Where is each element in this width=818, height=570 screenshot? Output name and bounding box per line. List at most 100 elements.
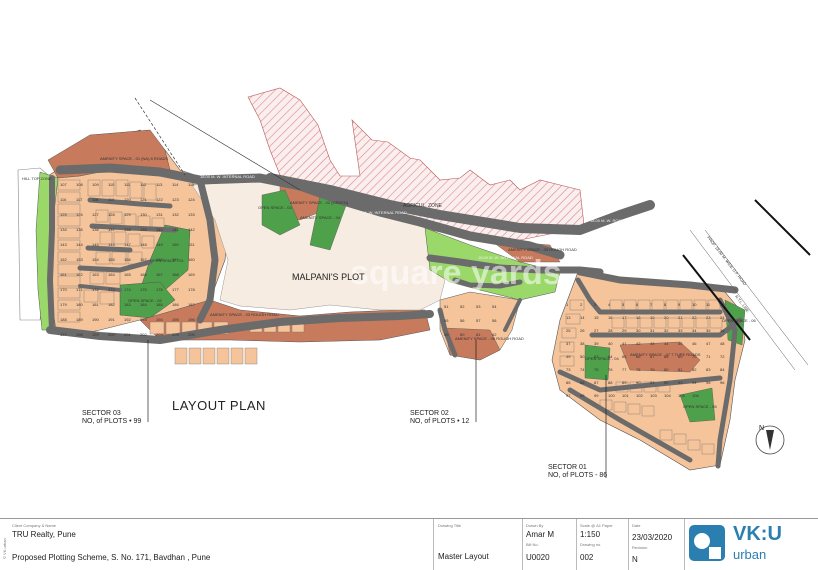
scale: 1:150 <box>580 530 601 539</box>
watermark-text: square yards <box>350 254 562 292</box>
plot-number: 67 <box>650 354 655 359</box>
plot-number: 159 <box>172 257 179 262</box>
open-space-02 <box>119 281 176 319</box>
hill-top-label: HILL TOP ZONE <box>22 176 52 181</box>
plot-number: 136 <box>92 227 99 232</box>
scale-cell: Scale @ A1 Paper 1:150 Drawing no. 002 <box>576 519 627 570</box>
plot-number: 186 <box>172 302 179 307</box>
sector-01-plots: NO, of PLOTS - 86 <box>548 472 608 479</box>
plot-number: 84 <box>720 367 725 372</box>
plot-number: 138 <box>124 227 131 232</box>
plot-number: 177 <box>172 287 179 292</box>
plot-number: 115 <box>188 182 195 187</box>
plot-number: 1 <box>566 302 569 307</box>
plot-number: 48 <box>720 341 725 346</box>
plot-number: 12 <box>720 302 725 307</box>
plot-number: 56 <box>460 318 465 323</box>
plot-number: 185 <box>156 302 163 307</box>
date: 23/03/2020 <box>632 533 673 542</box>
plot-number: 70 <box>692 354 697 359</box>
plot-number: 73 <box>566 367 571 372</box>
plot-number: 103 <box>650 393 657 398</box>
plot-number: 204 <box>172 332 179 337</box>
revision: N <box>632 555 638 564</box>
plot-number: 133 <box>188 212 195 217</box>
plot-number: 17 <box>622 315 627 320</box>
plot-number: 2 <box>580 302 583 307</box>
boundary-dashed <box>134 97 186 176</box>
plot-number: 19 <box>650 315 655 320</box>
title-block: © VK urban Client Company & Name TRU Rea… <box>0 518 818 570</box>
plot-number: 59 <box>444 332 449 337</box>
logo-text: VK:U <box>733 523 782 545</box>
plot-number: 20 <box>664 315 669 320</box>
plot-number: 24 <box>720 315 725 320</box>
plot-number: 178 <box>188 287 195 292</box>
plot-number: 100 <box>608 393 615 398</box>
drawing-no-caption: Drawing no. <box>580 542 602 547</box>
sector-02-plots: NO, of PLOTS • 12 <box>410 418 470 425</box>
plot-number: 152 <box>60 257 67 262</box>
logo-cell: VK:U urban <box>684 519 818 570</box>
plot-number: 183 <box>124 302 131 307</box>
plot-number: 187 <box>188 302 195 307</box>
plot-number: 63 <box>594 354 599 359</box>
sector-01-name: SECTOR 01 <box>548 464 587 471</box>
side-caption: © VK urban <box>2 538 7 559</box>
dp-road-line-b <box>682 254 751 341</box>
plot-number: 201 <box>124 332 131 337</box>
plot-number: 203 <box>156 332 163 337</box>
plot-number: 51 <box>444 304 449 309</box>
plot-number: 80 <box>664 367 669 372</box>
plot-number: 129 <box>124 212 131 217</box>
plot-number: 175 <box>140 287 147 292</box>
plot-number: 167 <box>156 272 163 277</box>
open-space-label-5: OPEN SPACE - 05 <box>683 404 717 409</box>
plot-number: 46 <box>692 341 697 346</box>
sector-03-name: SECTOR 03 <box>82 410 121 417</box>
plot-number: 142 <box>188 227 195 232</box>
plot-number: 88 <box>608 380 613 385</box>
plot-number: 85 <box>566 380 571 385</box>
plot-number: 139 <box>140 227 147 232</box>
plot-number: 58 <box>492 318 497 323</box>
plot-number: 13 <box>566 315 571 320</box>
amenity-label-7: AMENITY SPACE - 07 7 TUPE ROADS <box>630 352 701 357</box>
plot-number: 197 <box>60 332 67 337</box>
open-space-label-6: OPEN SPACE - 06 <box>722 318 756 323</box>
plot-number: 108 <box>76 182 83 187</box>
plot-number: 40 <box>608 341 613 346</box>
plot-number: 110 <box>108 182 115 187</box>
plot-number: 180 <box>76 302 83 307</box>
plot-number: 113 <box>156 182 163 187</box>
plot-number: 171 <box>76 287 83 292</box>
plot-number: 194 <box>156 317 163 322</box>
rtl-line-1 <box>689 229 796 371</box>
drawing-title-caption: Drawing Title <box>438 523 462 528</box>
plot-number: 3 <box>594 302 597 307</box>
amenity-label-2: AMENITY SPACE - 02 (GREEN) <box>290 200 349 205</box>
plot-number: 137 <box>108 227 115 232</box>
plot-number: 148 <box>140 242 147 247</box>
plot-number: 109 <box>92 182 99 187</box>
plot-number: 198 <box>76 332 83 337</box>
plot-number: 140 <box>156 227 163 232</box>
plot-number: 144 <box>76 242 83 247</box>
plot-number: 9 <box>678 302 681 307</box>
drawing-title: Master Layout <box>438 552 489 561</box>
dp-road-line-a <box>754 199 811 256</box>
plot-number: 35 <box>706 328 711 333</box>
drawn-by-cell: Drawn By Amar M Bill No. U0020 <box>522 519 573 570</box>
plot-number: 120 <box>124 197 131 202</box>
plot-number: 157 <box>140 257 147 262</box>
amenity-space-07 <box>619 341 701 373</box>
plot-number: 65 <box>622 354 627 359</box>
vku-logo-icon <box>689 525 725 561</box>
boundary-line <box>149 99 301 191</box>
plot-number: 158 <box>156 257 163 262</box>
plot-number: 196 <box>188 317 195 322</box>
plot-number: 165 <box>124 272 131 277</box>
plot-number: 81 <box>678 367 683 372</box>
plot-number: 192 <box>124 317 131 322</box>
plot-number: 89 <box>622 380 627 385</box>
